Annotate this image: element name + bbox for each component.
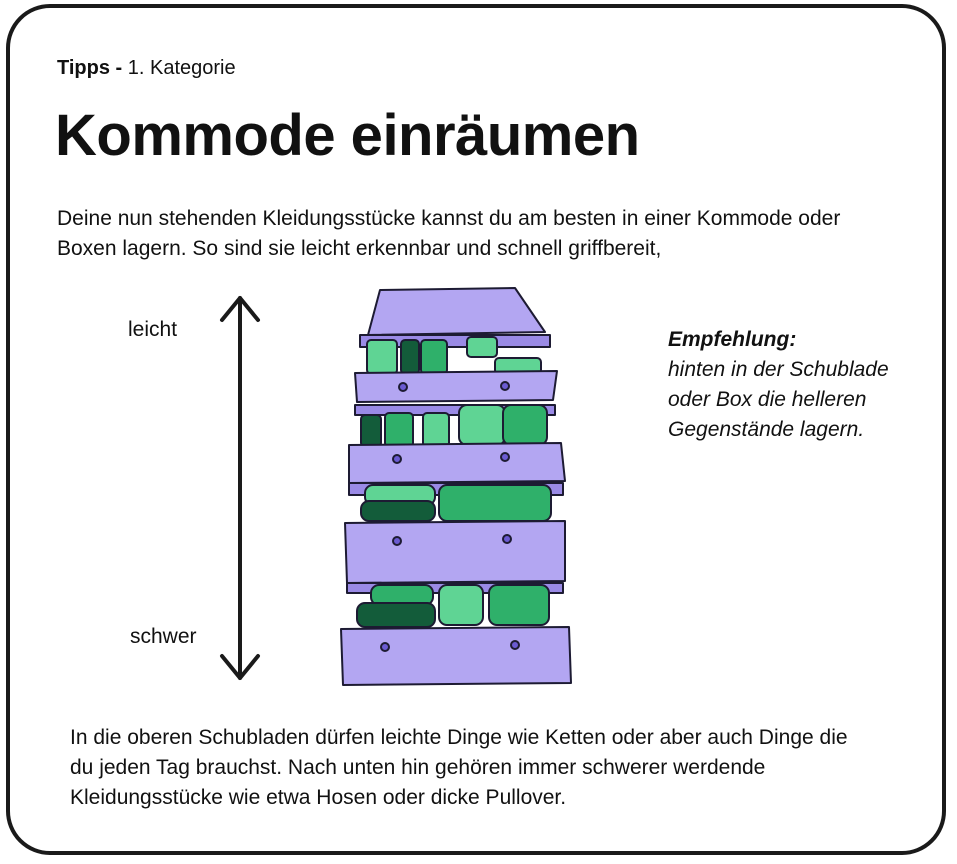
axis-label-light: leicht — [128, 318, 178, 341]
outro-text: In die oberen Schubladen dürfen leichte … — [70, 726, 848, 809]
category-name: 1. Kategorie — [127, 57, 236, 79]
recommendation-heading: Empfehlung: — [668, 328, 797, 351]
dresser-illustration — [340, 287, 572, 686]
category-label: Tipps - — [57, 57, 128, 79]
intro-text: Deine nun stehenden Kleidungsstücke kann… — [57, 207, 841, 260]
axis-label-heavy: schwer — [130, 625, 197, 648]
drawer-knob — [500, 381, 510, 391]
drawer-3 — [344, 482, 566, 584]
drawer-1 — [354, 334, 558, 403]
double-arrow-icon — [220, 296, 260, 680]
category-line: Tipps - 1. Kategorie — [57, 57, 236, 80]
drawer-knob — [392, 454, 402, 464]
page-title: Kommode einräumen — [55, 103, 640, 168]
recommendation-text: hinten in der Schublade oder Box die hel… — [668, 358, 889, 441]
drawer-knob — [398, 382, 408, 392]
dresser-lid — [367, 287, 546, 336]
drawer-knob — [502, 534, 512, 544]
drawer-2 — [348, 404, 566, 484]
drawer-knob — [500, 452, 510, 462]
drawer-knob — [380, 642, 390, 652]
drawer-4 — [340, 582, 572, 686]
recommendation-box: Empfehlung: hinten in der Schublade oder… — [668, 325, 928, 445]
drawer-knob — [510, 640, 520, 650]
drawer-knob — [392, 536, 402, 546]
